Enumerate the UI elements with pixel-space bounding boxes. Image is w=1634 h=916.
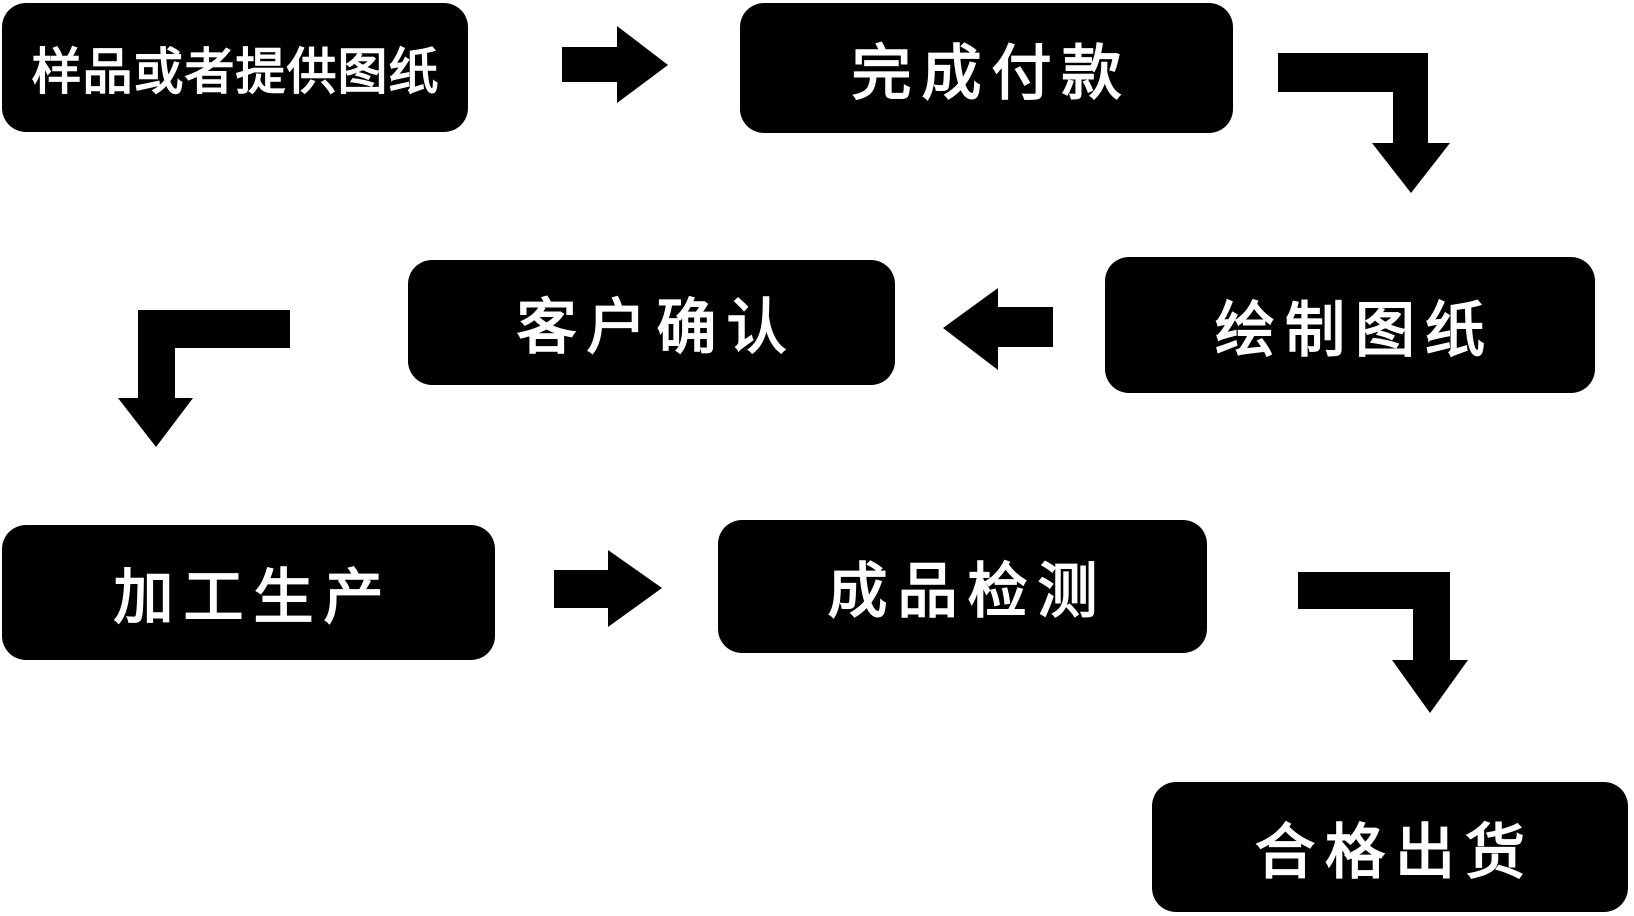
node-draw-drawings-label: 绘制图纸 <box>1215 295 1495 366</box>
elbow-arrow-down-inspection-to-shipment-icon <box>1298 572 1468 713</box>
node-qualified-shipment: 合格出货 <box>1152 782 1628 912</box>
node-sample-or-drawing: 样品或者提供图纸 <box>2 3 468 132</box>
node-customer-confirmation-label: 客户确认 <box>516 293 797 363</box>
node-qualified-shipment-label: 合格出货 <box>1255 817 1535 888</box>
elbow-arrow-down-confirm-to-production-icon <box>118 310 290 447</box>
node-complete-payment: 完成付款 <box>740 3 1233 133</box>
arrow-left-draw-to-confirm-icon <box>943 288 1053 370</box>
node-draw-drawings: 绘制图纸 <box>1105 257 1595 393</box>
node-customer-confirmation: 客户确认 <box>408 260 895 385</box>
node-sample-or-drawing-label: 样品或者提供图纸 <box>31 42 440 101</box>
node-finished-inspection: 成品检测 <box>718 520 1207 653</box>
arrow-right-production-to-inspection-icon <box>554 550 662 627</box>
elbow-arrow-down-payment-to-draw-icon <box>1278 53 1450 193</box>
node-processing-production: 加工生产 <box>2 525 495 660</box>
node-processing-production-label: 加工生产 <box>113 563 394 633</box>
node-complete-payment-label: 完成付款 <box>851 38 1132 109</box>
arrow-right-sample-to-payment-icon <box>562 26 668 103</box>
node-finished-inspection-label: 成品检测 <box>827 557 1108 627</box>
